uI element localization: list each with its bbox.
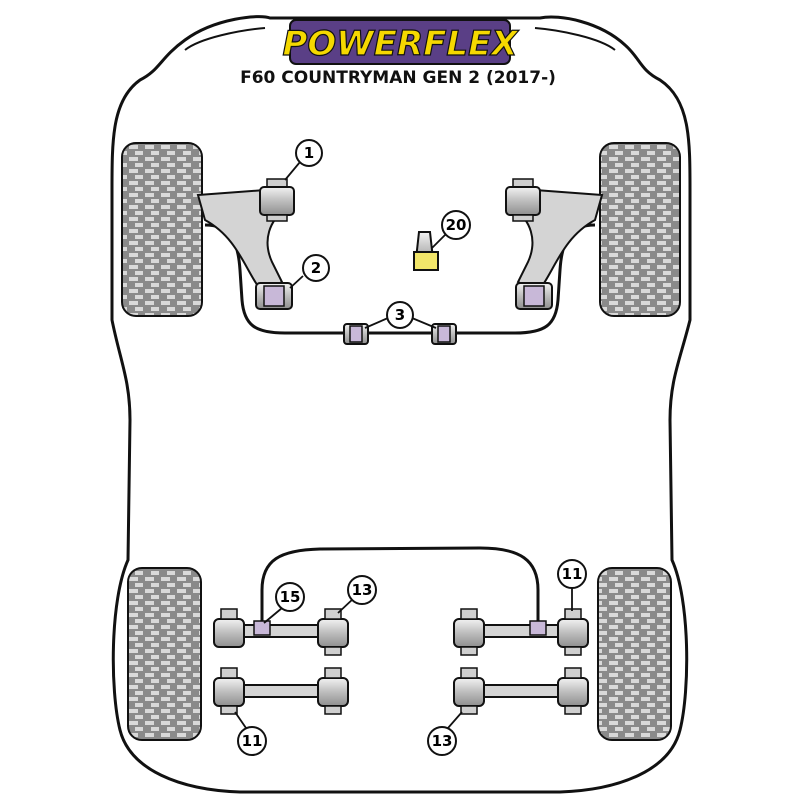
- callout-13-top-label: 13: [352, 581, 373, 599]
- callout-3-label: 3: [395, 306, 405, 324]
- bush-icon: [431, 323, 457, 345]
- bush-icon: [259, 178, 295, 222]
- bush-icon: [453, 608, 485, 656]
- tyre-tread-icon: [599, 142, 681, 317]
- callout-2: 2: [302, 254, 330, 282]
- callout-20: 20: [441, 210, 471, 240]
- bush-icon: [343, 323, 369, 345]
- bush-icon: [213, 667, 245, 715]
- callout-13-bottom-label: 13: [432, 732, 453, 750]
- callout-11-bottom-label: 11: [242, 732, 263, 750]
- engine-mount-insert: [413, 231, 439, 271]
- bush-icon: [317, 667, 349, 715]
- rear-anti-roll-bar: [260, 546, 540, 628]
- vehicle-subtitle: F60 COUNTRYMAN GEN 2 (2017-): [240, 68, 556, 88]
- bush-icon: [557, 608, 589, 656]
- bush-icon: [213, 608, 245, 648]
- callout-11-bottom: 11: [237, 726, 267, 756]
- bush-icon: [253, 620, 271, 636]
- bush-icon: [255, 282, 293, 310]
- bush-icon: [529, 620, 547, 636]
- callout-1-label: 1: [304, 144, 314, 162]
- leader-line: [234, 711, 247, 729]
- callout-11-top: 11: [557, 559, 587, 589]
- callout-20-label: 20: [446, 216, 467, 234]
- callout-13-bottom: 13: [427, 726, 457, 756]
- bonnet-right-edge: [534, 27, 616, 51]
- brand-logo-text: POWERFLEX: [282, 24, 519, 64]
- leader-line: [447, 711, 463, 729]
- leader-line: [284, 161, 301, 181]
- bush-icon: [453, 667, 485, 715]
- bush-icon: [505, 178, 541, 222]
- tyre-tread-icon: [121, 142, 203, 317]
- leader-line: [263, 607, 283, 624]
- callout-15: 15: [275, 582, 305, 612]
- leader-line: [411, 317, 437, 329]
- bush-icon: [515, 282, 553, 310]
- callout-3: 3: [386, 301, 414, 329]
- callout-2-label: 2: [311, 259, 321, 277]
- bonnet-left-edge: [184, 27, 266, 51]
- leader-line: [289, 275, 304, 289]
- tyre-tread-icon: [127, 567, 202, 741]
- callout-15-label: 15: [280, 588, 301, 606]
- bush-icon: [557, 667, 589, 715]
- callout-13-top: 13: [347, 575, 377, 605]
- callout-11-top-label: 11: [562, 565, 583, 583]
- leader-line: [431, 233, 447, 249]
- bush-icon: [317, 608, 349, 656]
- powerflex-logo: POWERFLEX: [282, 19, 520, 65]
- leader-line: [364, 317, 389, 329]
- callout-1: 1: [295, 139, 323, 167]
- tyre-tread-icon: [597, 567, 672, 741]
